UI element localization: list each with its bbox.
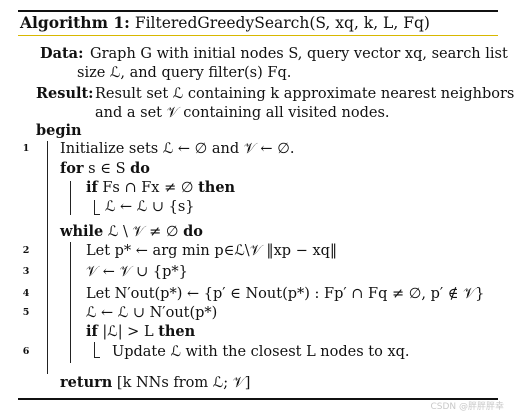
do-keyword: do — [183, 223, 203, 240]
then-keyword: then — [158, 323, 196, 340]
step-filter-neighbors: Let N′out(p*) ← {p′ ∈ Nout(p*) : Fp′ ∩ F… — [86, 286, 485, 302]
bottom-rule — [18, 398, 498, 400]
line-number: 4 — [22, 288, 30, 299]
step-for: for s ∈ S do — [60, 160, 150, 178]
if-keyword: if — [86, 323, 98, 340]
if-block-line-1 — [94, 200, 95, 214]
step-update: Update ℒ with the closest L nodes to xq. — [112, 344, 410, 360]
top-rule — [18, 10, 498, 12]
line-number: 6 — [22, 346, 30, 357]
algorithm-label: Algorithm 1: — [20, 13, 130, 32]
step-argmin: Let p* ← arg min p∈ℒ\𝒱 ‖xp − xq‖ — [86, 243, 338, 259]
step-merge: ℒ ← ℒ ∪ N′out(p*) — [86, 305, 218, 321]
return-keyword: return — [60, 374, 113, 391]
for-block-line — [70, 181, 71, 215]
for-condition: s ∈ S — [88, 161, 126, 177]
do-keyword: do — [130, 160, 150, 177]
step-if-filter: if Fs ∩ Fx ≠ ∅ then — [86, 179, 235, 197]
algorithm-caption: Algorithm 1: FilteredGreedySearch(S, xq,… — [20, 13, 430, 33]
line-number: 2 — [22, 245, 30, 256]
if-block-tick-1 — [94, 214, 100, 215]
then-keyword: then — [198, 179, 236, 196]
title-rule — [18, 35, 498, 36]
while-keyword: while — [60, 223, 104, 240]
algorithm-title: FilteredGreedySearch(S, xq, k, L, Fq) — [134, 14, 430, 32]
if-block-tick-2 — [94, 357, 100, 358]
while-condition: ℒ \ 𝒱 ≠ ∅ — [107, 224, 179, 240]
data-keyword: Data: — [40, 45, 84, 62]
if-condition: Fs ∩ Fx ≠ ∅ — [102, 180, 194, 196]
result-keyword: Result: — [36, 85, 94, 102]
data-line-1: Graph G with initial nodes S, query vect… — [90, 46, 508, 62]
watermark: CSDN @胖胖胖幸 — [430, 402, 504, 412]
result-line-1: Result set ℒ containing k approximate ne… — [95, 86, 514, 102]
step-add-start: ℒ ← ℒ ∪ {s} — [105, 199, 195, 215]
line-number: 5 — [22, 307, 30, 318]
line-number: 1 — [22, 143, 30, 154]
step-if-size: if |ℒ| > L then — [86, 323, 195, 341]
begin-block-line — [47, 141, 48, 374]
while-block-line — [70, 242, 71, 363]
return-value: [k NNs from ℒ; 𝒱] — [116, 375, 251, 391]
begin-keyword: begin — [36, 122, 82, 139]
step-return: return [k NNs from ℒ; 𝒱] — [60, 374, 250, 392]
data-line-2: size ℒ, and query filter(s) Fq. — [77, 65, 292, 81]
result-line-2: and a set 𝒱 containing all visited nodes… — [95, 105, 390, 121]
if-block-line-2 — [94, 342, 95, 357]
for-keyword: for — [60, 160, 84, 177]
if-keyword: if — [86, 179, 98, 196]
step-visit: 𝒱 ← 𝒱 ∪ {p*} — [86, 264, 188, 280]
step-initialize: Initialize sets ℒ ← ∅ and 𝒱 ← ∅. — [60, 141, 295, 157]
step-while: while ℒ \ 𝒱 ≠ ∅ do — [60, 223, 203, 241]
line-number: 3 — [22, 266, 30, 277]
if-condition: |ℒ| > L — [102, 324, 154, 340]
